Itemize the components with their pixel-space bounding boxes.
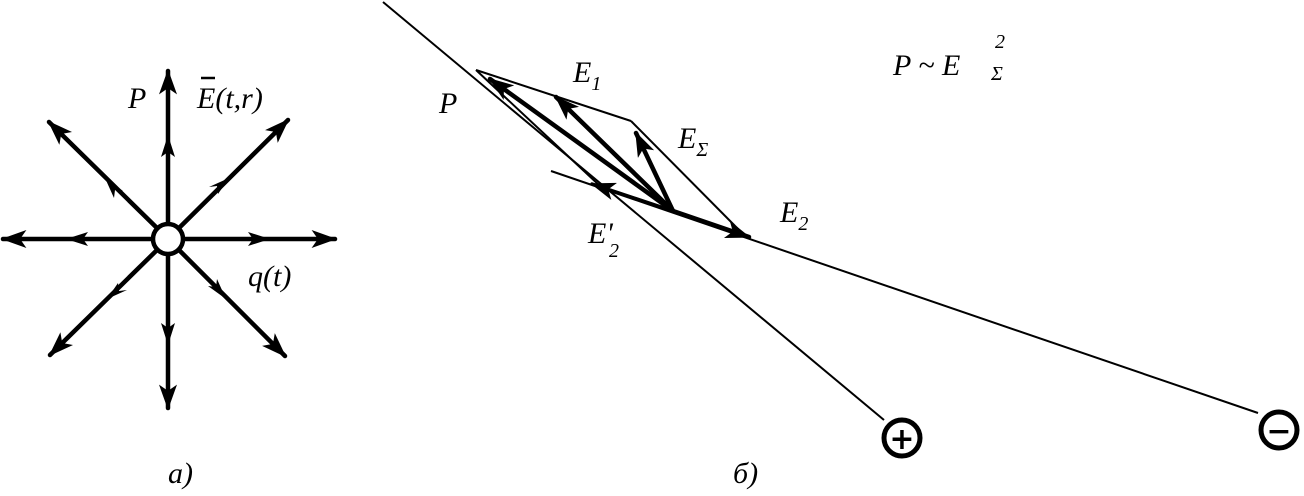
line-from-plus-charge [382,1,885,421]
minus-charge-symbol: − [1266,414,1291,449]
e2-label: E2 [779,196,808,235]
plus-charge-circle [881,417,923,459]
minus-charge: − [1258,409,1300,451]
formula-subscript: Σ [990,63,1003,85]
field-ray-inner-arrows [66,135,270,345]
plus-charge: + [881,417,923,459]
parallelogram-top-edge [475,69,632,122]
point-label-b: P [438,87,457,120]
vector-e-sigma [633,130,676,214]
e-sigma-label: EΣ [677,122,708,161]
point-label-a: P [127,82,146,115]
plus-charge-symbol: + [889,422,914,457]
vector-e2 [670,208,752,240]
charge-circle [150,221,186,257]
e2-subscript: 2 [798,213,808,235]
field-ray-up-right [177,117,291,230]
minus-charge-circle [1258,409,1300,451]
field-ray-up-left [46,119,159,230]
field-ray-down-left [47,248,159,358]
caption-b: б) [733,457,758,490]
vector-e1 [553,94,676,214]
formula-superscript: 2 [995,31,1005,53]
e2-prime-symbol: E [587,217,606,250]
e1-label: E1 [572,56,601,95]
field-ray-down-right [177,248,288,359]
caption-a: а) [168,457,193,490]
e2-symbol: E [779,196,798,229]
formula-main: P ~ E [892,49,960,82]
field-symbol: E [196,82,215,115]
e-sigma-subscript: Σ [695,139,708,161]
vector-e2-prime [590,182,675,213]
vector-e-sum-to-p [487,76,676,214]
field-args: (t,r) [215,82,263,115]
charge-label: q(t) [248,260,291,293]
formula: P ~ E [892,49,960,82]
field-label: E(t,r) [196,82,263,115]
figure-a: P E(t,r) q(t) а) [0,68,338,490]
field-rays [0,68,338,411]
figure-b: P E1 EΣ E2 E' 2 P ~ E 2 Σ + − б) [382,1,1300,490]
e2-prime-mark: ' [606,217,613,250]
e1-symbol: E [572,56,591,89]
e1-subscript: 1 [591,73,601,95]
e2-prime-label: E' [587,217,613,250]
e-sigma-symbol: E [677,122,696,155]
vectors [487,76,752,240]
e2-prime-subscript: 2 [609,240,619,262]
